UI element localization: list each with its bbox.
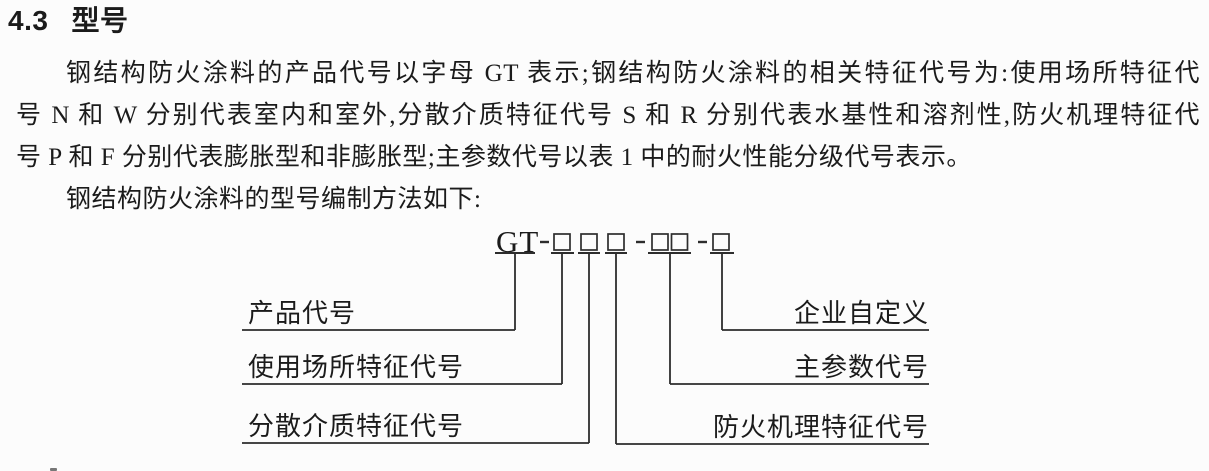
model-code-formula: GT xyxy=(495,225,734,259)
paragraph-line-2: 号 N 和 W 分别代表室内和室外,分散介质特征代号 S 和 R 分别代表水基性… xyxy=(16,102,1200,129)
placeholder-box-6 xyxy=(712,233,730,251)
placeholder-box-4 xyxy=(651,233,669,251)
placeholder-box-1 xyxy=(553,233,571,251)
placeholder-box-2 xyxy=(580,233,598,251)
model-designation-diagram: GT xyxy=(242,225,929,445)
label-place-of-use-code: 使用场所特征代号 xyxy=(248,353,464,382)
page-artifact xyxy=(50,468,57,471)
paragraph-line-4: 钢结构防火涂料的型号编制方法如下: xyxy=(66,186,482,213)
label-main-parameter-code: 主参数代号 xyxy=(794,353,929,382)
label-product-code: 产品代号 xyxy=(248,299,356,328)
section-title: 型号 xyxy=(71,5,129,36)
label-fire-mechanism-code: 防火机理特征代号 xyxy=(713,413,929,442)
label-enterprise-custom: 企业自定义 xyxy=(794,299,929,328)
paragraph-line-3: 号 P 和 F 分别代表膨胀型和非膨胀型;主参数代号以表 1 中的耐火性能分级代… xyxy=(16,144,972,171)
callout-leader-lines xyxy=(242,253,929,445)
section-number: 4.3 xyxy=(8,5,49,36)
placeholder-box-5 xyxy=(670,233,689,251)
paragraph-line-1: 钢结构防火涂料的产品代号以字母 GT 表示;钢结构防火涂料的相关特征代号为:使用… xyxy=(66,60,1200,87)
section-heading: 4.3 型号 xyxy=(8,4,128,38)
placeholder-box-3 xyxy=(607,233,625,251)
label-dispersion-medium-code: 分散介质特征代号 xyxy=(248,412,464,441)
